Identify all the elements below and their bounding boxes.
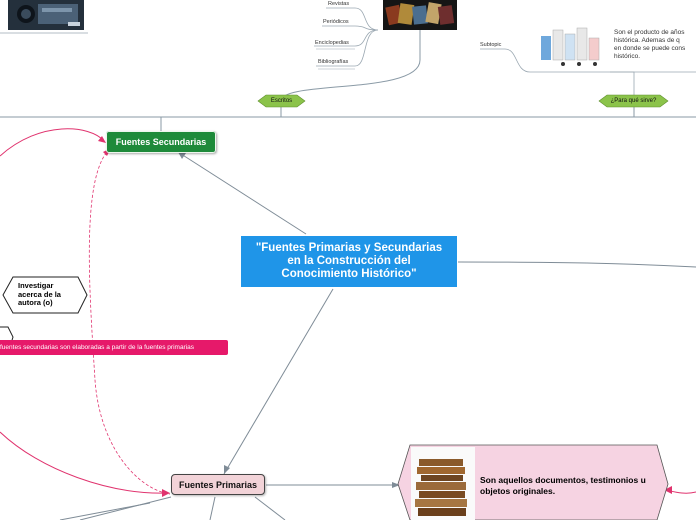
central-topic-text: "Fuentes Primarias y Secundarias en la C… xyxy=(255,242,443,280)
library-illustration xyxy=(535,22,611,70)
library-illustration-svg xyxy=(541,27,600,66)
primarias-down-mid xyxy=(209,496,216,520)
para-description-line-3: en donde se puede cons xyxy=(614,45,686,52)
arrow-secundarias xyxy=(178,152,186,159)
periodicos-line xyxy=(322,25,379,31)
camera-photo xyxy=(8,0,84,30)
central-topic[interactable]: "Fuentes Primarias y Secundarias en la C… xyxy=(241,236,457,287)
escritos-item-enciclopedias[interactable]: Enciclopedias xyxy=(315,40,349,46)
para-to-desc xyxy=(610,71,635,95)
subtopic-label[interactable]: Subtopic xyxy=(480,42,502,48)
para-ribbon[interactable] xyxy=(598,94,669,108)
fuentes-secundarias-node[interactable]: Fuentes Secundarias xyxy=(106,131,216,153)
fuentes-secundarias-label: Fuentes Secundarias xyxy=(115,137,207,147)
fuentes-primarias-label: Fuentes Primarias xyxy=(178,479,258,490)
primarias-description: Son aquellos documentos, testimonios u o… xyxy=(480,475,646,496)
primarias-down-left xyxy=(79,496,172,520)
bibliografias-line xyxy=(316,29,379,67)
para-description-line-4: histórico. xyxy=(614,53,641,60)
pink-curve-bottom xyxy=(0,431,169,494)
central-to-secundarias xyxy=(177,151,307,235)
primarias-down-far-left xyxy=(59,502,151,520)
escritos-label: Escritos xyxy=(270,98,293,104)
pink-arrow-right xyxy=(664,486,672,494)
arrow-primarias xyxy=(224,465,230,474)
escritos-item-bibliografias[interactable]: Bibliografías xyxy=(318,59,349,65)
books-photo xyxy=(383,0,457,30)
escritos-ribbon[interactable] xyxy=(257,94,306,108)
pink-curve-top xyxy=(0,128,105,157)
arrow-desc xyxy=(392,482,400,488)
enciclopedias-line xyxy=(314,29,379,47)
books-photo-svg xyxy=(383,0,457,30)
escritos-to-books xyxy=(280,30,421,102)
investigar-text: Investigar acerca de la autora (o) xyxy=(18,281,61,307)
subtopic-line xyxy=(480,48,696,73)
book-stack-photo-svg xyxy=(415,459,467,516)
para-description[interactable]: Son el producto de años histórica. Adema… xyxy=(614,29,685,61)
escritos-item-periodicos[interactable]: Periódicos xyxy=(323,19,349,25)
central-to-primarias xyxy=(223,288,334,475)
revistas-line xyxy=(326,7,379,31)
relationship-banner[interactable]: fuentes secundarias son elaboradas a par… xyxy=(0,340,228,355)
central-to-right xyxy=(457,261,696,268)
para-description-line-1: Son el producto de años xyxy=(614,29,685,36)
primarias-down-right xyxy=(254,496,286,520)
pink-dashed-curve xyxy=(88,148,171,495)
camera-photo-svg xyxy=(8,0,84,30)
escritos-item-revistas[interactable]: Revistas xyxy=(328,1,350,7)
book-stack-photo xyxy=(411,447,475,520)
relationship-banner-text: fuentes secundarias son elaboradas a par… xyxy=(0,344,195,351)
fuentes-primarias-node[interactable]: Fuentes Primarias xyxy=(171,474,265,495)
pink-arrow-top xyxy=(98,136,106,143)
investigar-hexagon[interactable] xyxy=(2,276,88,314)
para-que-sirve-label: ¿Para qué sirve? xyxy=(610,98,657,104)
para-description-line-2: histórica. Ademas de q xyxy=(614,37,680,44)
